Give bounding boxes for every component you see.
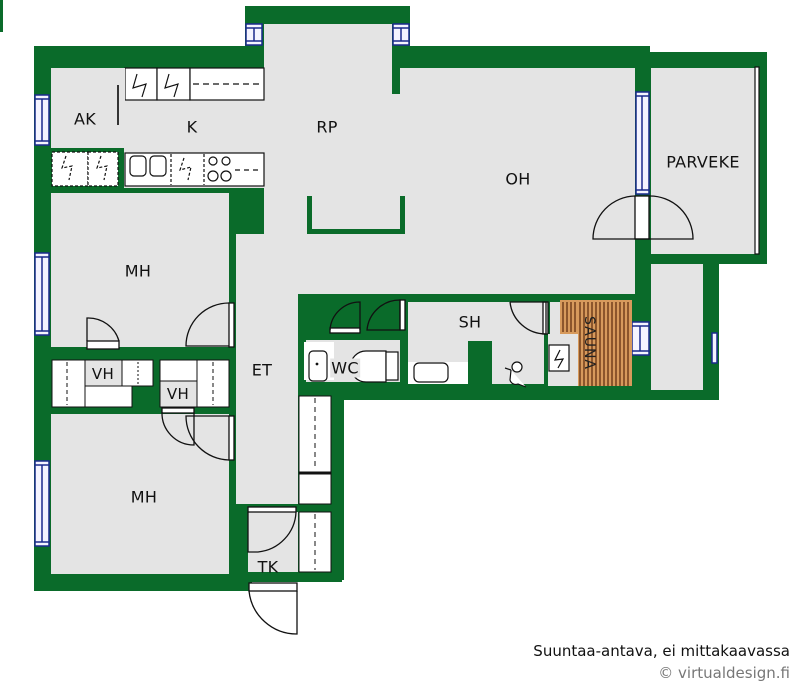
freezer-icon — [156, 67, 191, 101]
room-label-rp: RP — [316, 117, 338, 137]
room-label-mh-bottom: MH — [130, 487, 158, 507]
window-icon — [34, 94, 50, 146]
window-icon — [34, 252, 50, 336]
technical-cabinet — [87, 151, 119, 187]
dishwasher-icon — [179, 157, 192, 181]
door-swing-icon — [185, 415, 235, 461]
door-swing-icon — [161, 407, 195, 446]
shower-icon — [504, 361, 527, 388]
door-swing-icon — [366, 299, 406, 331]
window-icon — [635, 91, 650, 195]
room-label-ak: AK — [73, 109, 97, 129]
room-label-wc: WC — [330, 358, 360, 378]
counter-bottom — [124, 152, 265, 187]
doors — [86, 195, 694, 635]
room-label-mh-top: MH — [124, 261, 152, 281]
room-label-oh: OH — [505, 169, 531, 189]
windows — [34, 23, 718, 547]
sauna — [548, 300, 632, 386]
sink-icon — [129, 155, 147, 177]
corner-mark — [0, 0, 3, 32]
room-label-et: ET — [251, 360, 273, 380]
disclaimer-text: Suuntaa-antava, ei mittakaavassa — [533, 642, 790, 660]
floors — [51, 24, 757, 574]
door-swing-icon — [185, 302, 235, 348]
kitchen-fixtures — [51, 67, 265, 187]
window-icon — [711, 332, 718, 364]
sink-icon — [149, 155, 167, 177]
room-label-vh-1: VH — [91, 365, 115, 383]
footer: Suuntaa-antava, ei mittakaavassa © virtu… — [460, 642, 790, 686]
stove-icon — [207, 156, 232, 182]
room-label-sauna: SAUNA — [581, 315, 597, 371]
closets — [51, 359, 332, 573]
technical-cabinet — [51, 151, 89, 187]
double-door-icon — [592, 195, 694, 240]
window-icon — [245, 23, 263, 46]
balcony-railing — [754, 66, 760, 255]
door-swing-icon — [329, 301, 361, 334]
copyright-text: © virtualdesign.fi — [658, 664, 790, 682]
sliding-door — [117, 85, 120, 125]
door-swing-icon — [248, 582, 298, 635]
window-icon — [631, 321, 650, 356]
window-icon — [392, 23, 410, 46]
room-label-parveke: PARVEKE — [666, 152, 740, 172]
sauna-heater-icon — [548, 344, 570, 372]
washbasin-icon — [413, 362, 449, 383]
room-label-sh: SH — [458, 312, 482, 332]
room-label-tk: TK — [257, 557, 279, 577]
counter-top — [189, 67, 265, 101]
washbasin-icon — [308, 350, 328, 382]
door-swing-icon — [247, 506, 297, 553]
door-swing-icon — [86, 317, 120, 350]
room-label-vh-2: VH — [166, 385, 190, 403]
fridge-icon — [124, 67, 158, 101]
door-swing-icon — [509, 301, 549, 335]
bath-fixtures — [304, 342, 527, 388]
window-icon — [34, 460, 50, 547]
room-label-k: K — [186, 117, 198, 137]
ak-opening — [119, 68, 125, 148]
